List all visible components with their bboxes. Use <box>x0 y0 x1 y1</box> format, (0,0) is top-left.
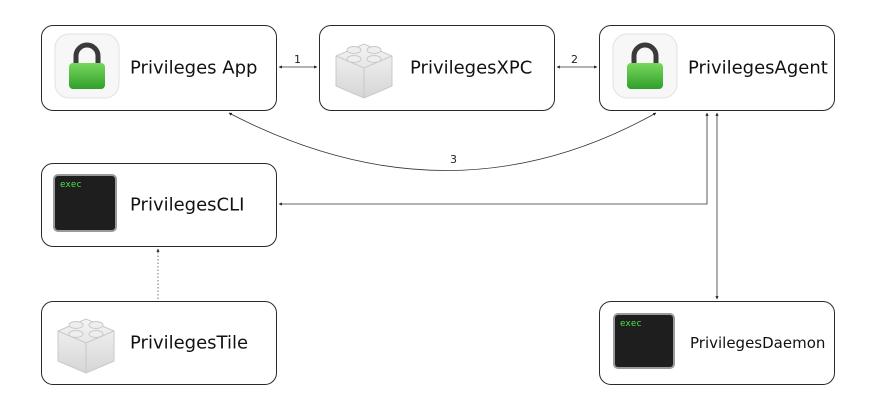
edge-label-2: 2 <box>571 53 578 66</box>
lock-icon <box>612 33 678 103</box>
terminal-text: exec <box>60 180 82 190</box>
edge-label-3: 3 <box>450 153 457 166</box>
node-label: PrivilegesXPC <box>410 57 533 79</box>
node-privileges-xpc: PrivilegesXPC <box>319 25 555 111</box>
node-privileges-daemon: exec PrivilegesDaemon <box>599 301 835 385</box>
lock-icon <box>54 33 120 103</box>
node-privileges-app: Privileges App <box>41 25 277 111</box>
edge-app-agent <box>228 112 657 171</box>
edge-agent-cli <box>278 112 709 206</box>
node-label: PrivilegesTile <box>130 332 249 354</box>
node-label: PrivilegesCLI <box>130 194 245 216</box>
plugin-bundle-icon <box>52 307 120 379</box>
terminal-text: exec <box>620 319 642 329</box>
node-privileges-tile: PrivilegesTile <box>41 301 277 385</box>
terminal-exec-icon: exec <box>52 173 118 237</box>
node-privileges-cli: exec PrivilegesCLI <box>41 163 277 247</box>
plugin-bundle-icon <box>330 32 398 104</box>
node-label: Privileges App <box>130 57 258 79</box>
terminal-exec-icon: exec <box>612 312 676 374</box>
node-label: PrivilegesDaemon <box>690 334 826 352</box>
edge-label-1: 1 <box>294 53 301 66</box>
node-privileges-agent: PrivilegesAgent <box>599 25 835 111</box>
node-label: PrivilegesAgent <box>688 57 828 79</box>
